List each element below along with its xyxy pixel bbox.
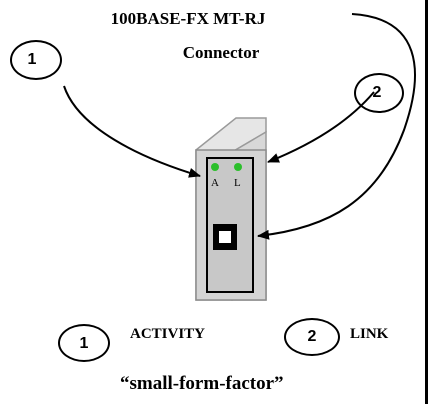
led-a-label: A — [211, 177, 219, 189]
tagline: “small-form-factor” — [120, 373, 284, 394]
activity-led — [211, 163, 219, 171]
link-arrow — [267, 91, 375, 163]
link-led — [234, 163, 242, 171]
diagram-subtitle: Connector — [182, 43, 260, 62]
link-callout-circle: 2 — [354, 73, 404, 113]
legend-link-circle: 2 — [284, 318, 340, 356]
diagram-title: 100BASE-FX MT-RJ — [110, 9, 266, 28]
legend-activity-label: ACTIVITY — [130, 326, 206, 342]
activity-callout-circle: 1 — [10, 40, 62, 80]
legend-activity-circle: 1 — [58, 324, 110, 362]
activity-callout-number: 1 — [27, 51, 37, 68]
page-border-line — [425, 0, 428, 404]
legend-link-label: LINK — [350, 326, 389, 342]
connector-arrow — [257, 13, 416, 240]
activity-arrow — [63, 85, 201, 178]
legend-activity-number: 1 — [79, 335, 89, 352]
legend-link-number: 2 — [307, 328, 317, 345]
led-l-label: L — [234, 177, 241, 189]
link-callout-number: 2 — [372, 84, 382, 101]
